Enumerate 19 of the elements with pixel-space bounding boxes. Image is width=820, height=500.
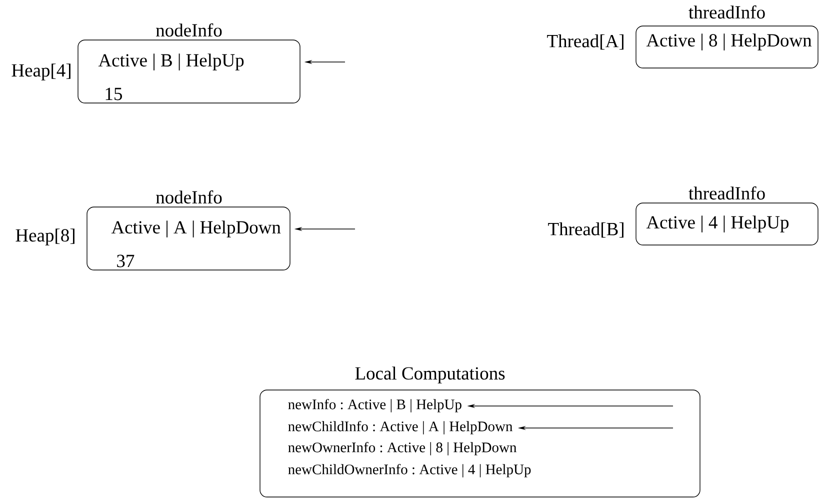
- box-heading: threadInfo: [688, 186, 765, 200]
- value-text: 37: [117, 254, 134, 268]
- field-text: Active | A | HelpDown: [111, 220, 281, 238]
- computation-line: newChildInfo : Active | A | HelpDown: [288, 420, 512, 434]
- computation-line: newInfo : Active | B | HelpUp: [288, 398, 462, 412]
- box-heading: threadInfo: [688, 5, 765, 19]
- beside-label: Heap[4]: [12, 64, 70, 80]
- beside-label: Thread[B]: [548, 222, 624, 238]
- field-text: Active | 4 | HelpUp: [646, 216, 789, 232]
- computation-line: newChildOwnerInfo : Active | 4 | HelpUp: [288, 464, 531, 478]
- beside-label: Heap[8]: [16, 228, 74, 246]
- box-heading: nodeInfo: [156, 190, 222, 204]
- field-text: Active | B | HelpUp: [98, 54, 244, 70]
- box-heading: nodeInfo: [156, 23, 222, 37]
- field-text: Active | 8 | HelpDown: [646, 34, 812, 50]
- value-text: 15: [106, 88, 122, 100]
- computation-line: newOwnerInfo : Active | 8 | HelpDown: [288, 442, 516, 456]
- box-heading: Local Computations: [355, 366, 505, 384]
- beside-label: Thread[A]: [547, 34, 624, 50]
